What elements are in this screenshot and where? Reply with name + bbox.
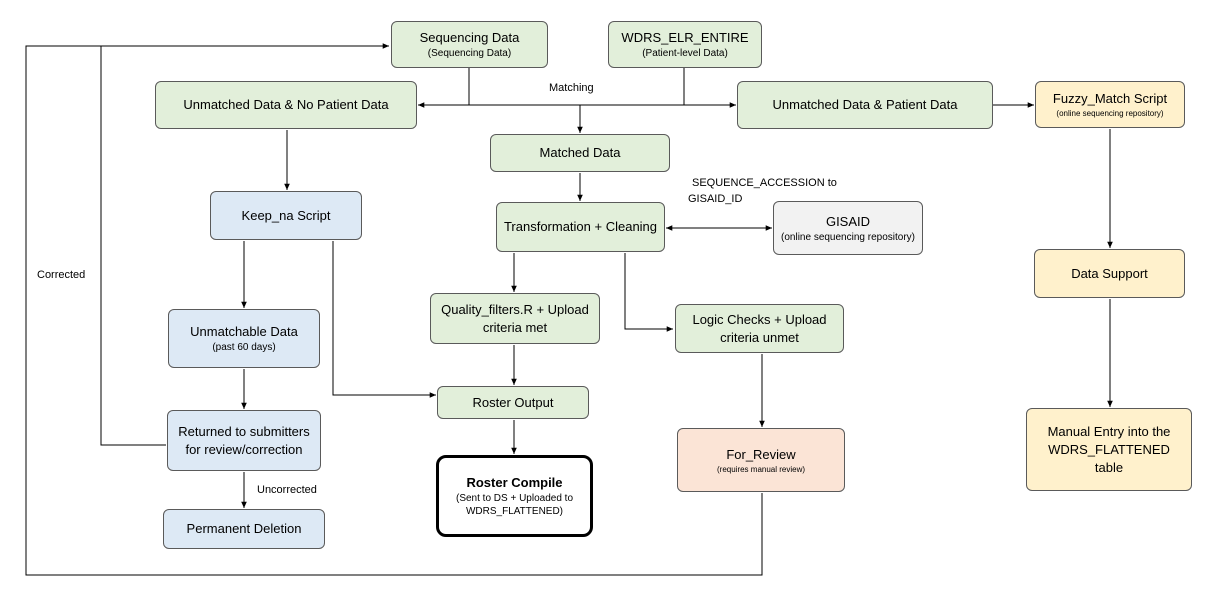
node-subtitle: (Patient-level Data): [642, 48, 728, 59]
node-title: Unmatchable Data: [190, 324, 298, 339]
label-uncorrected: Uncorrected: [257, 484, 317, 496]
node-title: Unmatched Data & Patient Data: [772, 97, 958, 112]
node-title: Unmatched Data & No Patient Data: [183, 97, 389, 112]
edge-transformation-to-logic: [624, 253, 673, 332]
node-unmatched-no-patient-data: Unmatched Data & No Patient Data: [155, 81, 417, 129]
node-title: Roster Output: [472, 394, 554, 410]
label-matching: Matching: [549, 82, 594, 94]
node-title: Matched Data: [539, 145, 621, 160]
node-for-review: For_Review (requires manual review): [677, 428, 845, 492]
edge-returned-corrected-to-sequencing: [100, 43, 389, 446]
node-unmatched-patient-data: Unmatched Data & Patient Data: [737, 81, 993, 129]
label-gisaid-id: GISAID_ID: [688, 193, 743, 205]
node-sequencing-data: Sequencing Data (Sequencing Data): [391, 21, 548, 68]
node-title: Data Support: [1071, 265, 1148, 281]
node-title: GISAID: [825, 213, 871, 229]
node-manual-entry: Manual Entry into the WDRS_FLATTENED tab…: [1026, 408, 1192, 491]
node-title: For_Review: [726, 446, 796, 462]
node-unmatchable-data: Unmatchable Data (past 60 days): [168, 309, 320, 368]
node-title: Roster Compile: [466, 475, 563, 490]
node-keep-na-script: Keep_na Script: [210, 191, 362, 240]
node-fuzzy-match-script: Fuzzy_Match Script (online sequencing re…: [1035, 81, 1185, 128]
node-subtitle: (Sequencing Data): [427, 48, 512, 59]
node-title: Returned to submitters for review/correc…: [178, 423, 310, 457]
node-title: Transformation + Cleaning: [503, 219, 658, 234]
label-sequence-accession: SEQUENCE_ACCESSION to: [692, 177, 837, 189]
edge-for-review-to-sequencing: [25, 45, 763, 576]
node-subtitle: (past 60 days): [212, 342, 276, 353]
node-wdrs-elr-entire: WDRS_ELR_ENTIRE (Patient-level Data): [608, 21, 762, 68]
node-roster-compile: Roster Compile (Sent to DS + Uploaded to…: [436, 455, 593, 537]
node-gisaid: GISAID (online sequencing repository): [773, 201, 923, 255]
node-transformation-cleaning: Transformation + Cleaning: [496, 202, 665, 252]
node-subtitle: (requires manual review): [716, 464, 806, 474]
node-subtitle: (online sequencing repository): [1056, 109, 1164, 118]
node-data-support: Data Support: [1034, 249, 1185, 298]
node-quality-filters: Quality_filters.R + Upload criteria met: [430, 293, 600, 344]
edge-keep-na-to-roster-output: [332, 241, 436, 398]
node-title: Quality_filters.R + Upload criteria met: [441, 301, 589, 335]
node-subtitle: (online sequencing repository): [781, 231, 915, 243]
node-matched-data: Matched Data: [490, 134, 670, 172]
node-title: Manual Entry into the WDRS_FLATTENED tab…: [1047, 423, 1171, 475]
node-title: Sequencing Data: [419, 30, 520, 45]
node-subtitle: (Sent to DS + Uploaded to WDRS_FLATTENED…: [455, 493, 574, 517]
node-permanent-deletion: Permanent Deletion: [163, 509, 325, 549]
node-roster-output: Roster Output: [437, 386, 589, 419]
node-title: Keep_na Script: [241, 207, 331, 223]
label-corrected: Corrected: [37, 269, 86, 281]
node-returned-to-submitters: Returned to submitters for review/correc…: [167, 410, 321, 471]
node-title: Fuzzy_Match Script: [1052, 91, 1168, 106]
node-title: WDRS_ELR_ENTIRE: [621, 30, 749, 45]
node-logic-checks: Logic Checks + Upload criteria unmet: [675, 304, 844, 353]
node-title: Logic Checks + Upload criteria unmet: [692, 311, 827, 345]
node-title: Permanent Deletion: [186, 521, 302, 536]
